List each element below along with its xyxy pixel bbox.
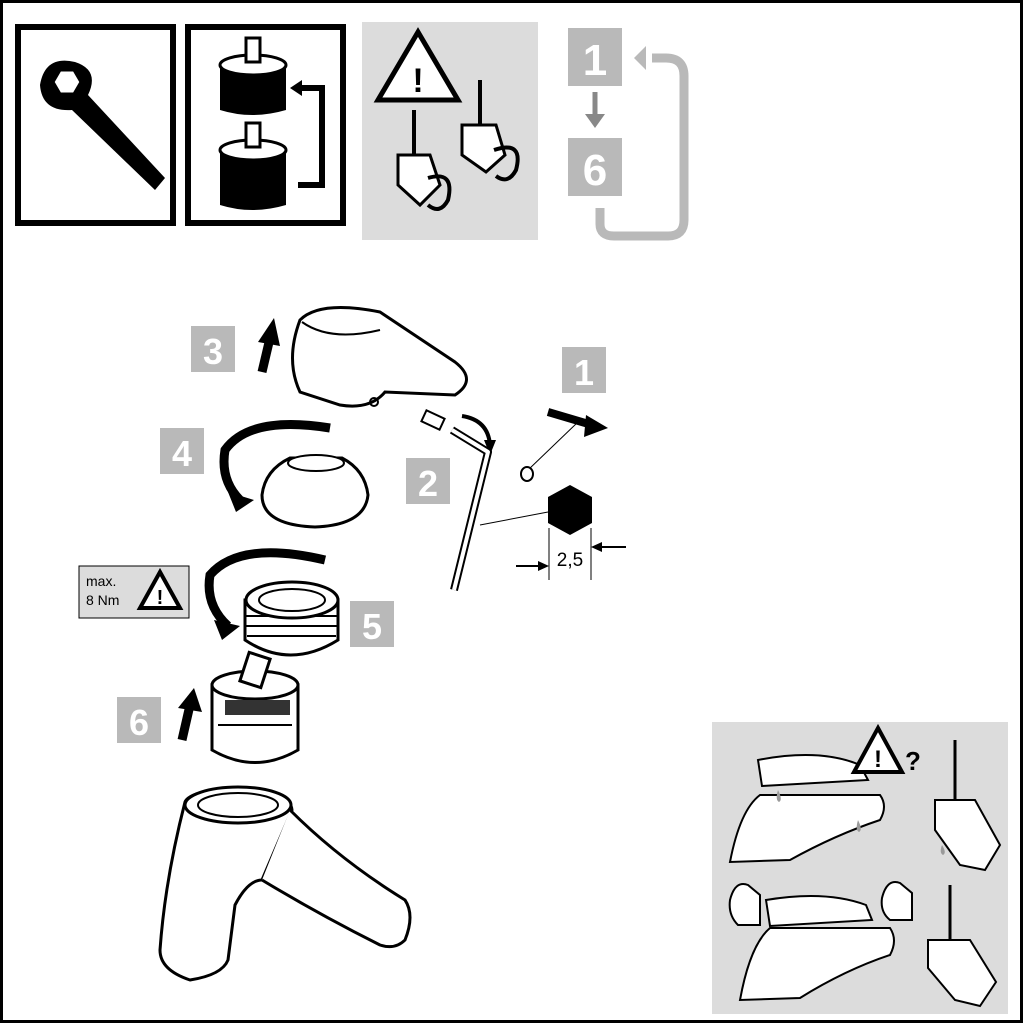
hex-size-indicator: 2,5 [516,485,626,580]
torque-label-line2: 8 Nm [86,592,119,608]
step-2-marker: 2 [406,458,450,504]
leak-check-panel: ! ? [712,722,1008,1014]
step-2-number: 2 [418,463,438,504]
cover-cap [521,422,578,481]
cartridge-replace-icon [188,27,343,223]
step-6-number: 6 [129,702,149,743]
threaded-ring [245,582,338,655]
step-1-marker: 1 [548,347,608,437]
step-4-number: 4 [172,433,192,474]
svg-text:!: ! [412,62,423,100]
faucet-body [160,787,410,980]
wrench-icon [18,27,173,223]
step-3-number: 3 [203,331,223,372]
repeat-steps-icon: 1 6 [568,28,684,236]
question-mark: ? [905,746,921,776]
step-1-number: 1 [574,352,594,393]
shutoff-valve-warning-icon: ! [362,22,538,240]
step-6-marker: 6 [117,688,202,743]
step-5-marker: 5 [350,601,394,647]
svg-text:!: ! [874,746,882,773]
step-3-marker: 3 [191,318,280,372]
torque-label-line1: max. [86,573,116,589]
hex-key-size: 2,5 [557,550,583,571]
cartridge [212,652,298,762]
step-5-number: 5 [362,606,382,647]
lever-handle [293,308,467,407]
sequence-end-number: 6 [583,146,607,195]
cover-ring [262,455,368,527]
thumbs-up-icon-left [730,884,760,925]
sequence-start-number: 1 [583,36,607,85]
torque-warning-label: max. 8 Nm ! [79,566,189,618]
svg-text:!: ! [157,587,164,609]
